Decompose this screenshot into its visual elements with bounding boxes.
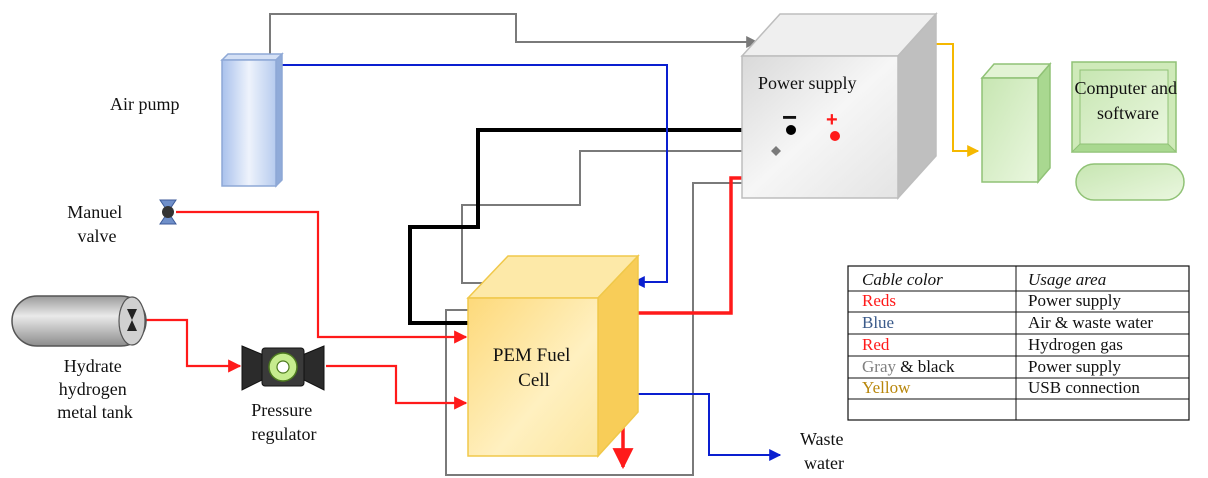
pem-fuel-cell <box>466 254 640 458</box>
minus-terminal-sign: − <box>782 102 797 132</box>
legend-usage-cell: USB connection <box>1028 378 1140 397</box>
red-pipe-regulator-to-fuelcell <box>326 364 468 410</box>
gray-terminal[interactable] <box>771 146 781 156</box>
legend-header-color: Cable color <box>862 270 943 289</box>
legend-color-cell: Gray & black <box>862 357 955 376</box>
computer-monitor <box>1070 61 1178 153</box>
legend-color-cell: Reds <box>862 291 896 310</box>
yellow-usb-cable <box>936 43 980 157</box>
tank-label: Hydrate hydrogen metal tank <box>57 356 132 422</box>
power-supply-label: Power supply <box>758 73 857 93</box>
red-pipe-tank-to-regulator <box>145 318 242 373</box>
tank-valve-icon[interactable] <box>127 309 137 331</box>
legend-color-cell: Yellow <box>862 378 911 397</box>
gray-wire-bottom-loop <box>445 177 802 476</box>
computer-keyboard <box>1075 163 1185 201</box>
red-pipe-valve-to-fuelcell <box>176 210 468 344</box>
legend-usage-cell: Hydrogen gas <box>1028 335 1123 354</box>
manual-valve-icon[interactable] <box>159 199 177 225</box>
pressure-regulator-icon[interactable] <box>241 345 325 391</box>
gray-wire-fuelcell-to-powersupply <box>461 150 772 284</box>
fuel-cell-label: PEM Fuel Cell <box>493 345 575 391</box>
legend-header-usage: Usage area <box>1028 270 1106 289</box>
legend-color-cell: Blue <box>862 313 894 332</box>
legend-usage-cell: Air & waste water <box>1028 313 1153 332</box>
gray-wire-airpump-to-powersupply <box>269 13 759 54</box>
air-pump <box>220 52 284 188</box>
waste-water-label: Waste water <box>800 429 848 473</box>
legend-usage-cell: Power supply <box>1028 357 1122 376</box>
legend-color-cell: Red <box>862 335 890 354</box>
regulator-label: Pressure regulator <box>251 400 317 444</box>
manual-valve-label: Manuel valve <box>67 202 126 246</box>
legend-usage-cell: Power supply <box>1028 291 1122 310</box>
air-pump-label: Air pump <box>110 94 180 114</box>
black-wire-fuelcell-to-minus <box>408 128 791 325</box>
hydrogen-tank <box>11 295 147 347</box>
plus-terminal-sign: + <box>826 109 838 131</box>
computer-label: Computer and software <box>1075 78 1182 123</box>
minus-terminal[interactable] <box>786 125 796 135</box>
blue-pipe-fuelcell-to-waste <box>633 393 782 461</box>
blue-pipe-airpump-to-fuelcell <box>276 64 668 288</box>
computer-tower <box>980 61 1052 185</box>
power-supply <box>740 12 938 200</box>
plus-terminal[interactable] <box>830 131 840 141</box>
